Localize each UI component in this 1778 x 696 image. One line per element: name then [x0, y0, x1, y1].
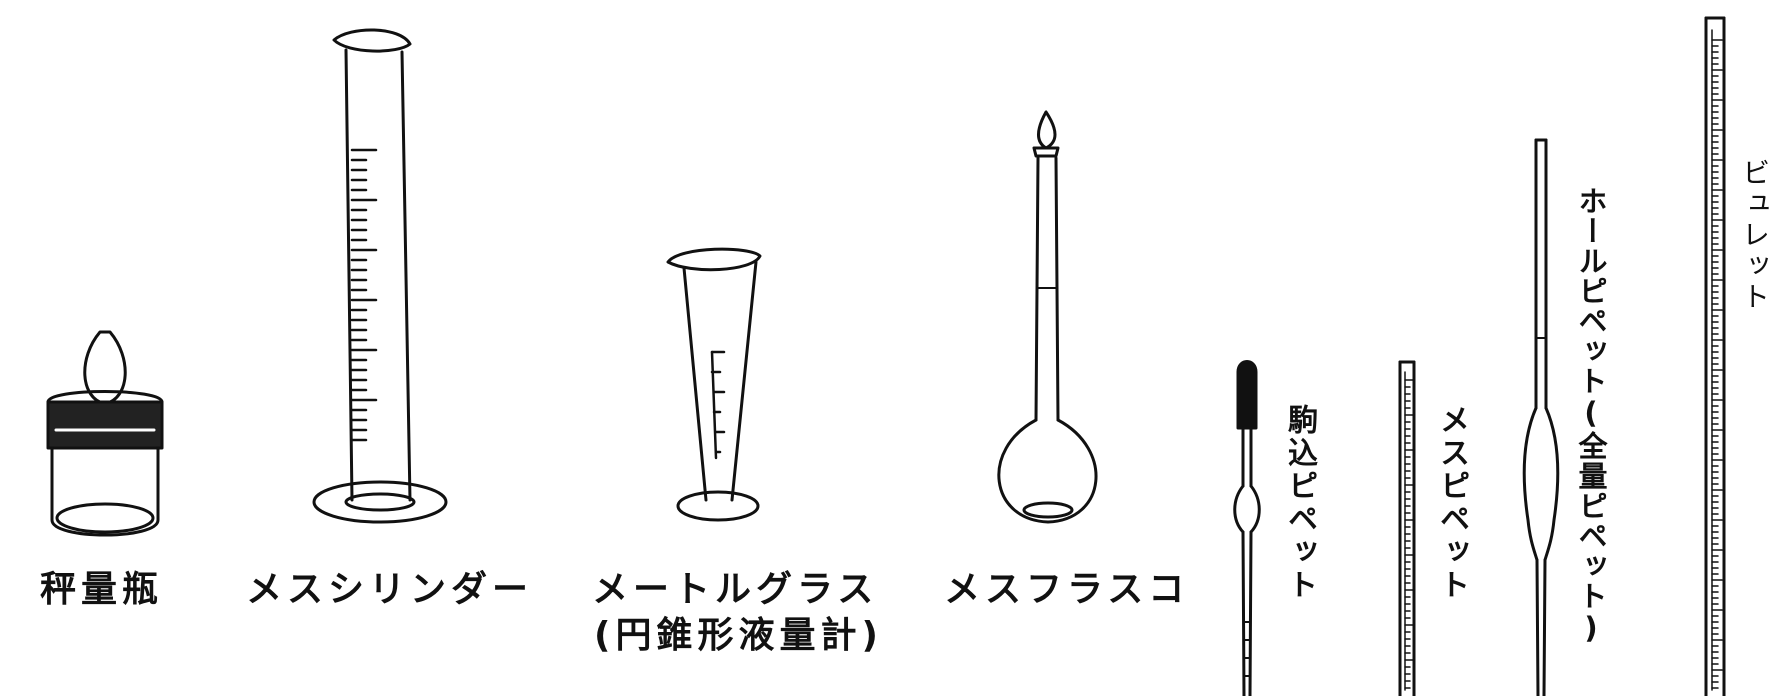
label-weighing-bottle: 秤量瓶	[40, 569, 164, 610]
burette-drawing	[1704, 16, 1726, 696]
measuring-pipette-drawing	[1398, 360, 1416, 696]
label-metre-glass-subtitle: (円錐形液量計)	[594, 615, 883, 656]
label-komagome-pipette: 駒込ピペット	[1282, 404, 1317, 602]
label-measuring-cylinder: メスシリンダー	[246, 569, 534, 610]
label-volumetric-flask: メスフラスコ	[944, 569, 1190, 610]
metre-glass-drawing	[666, 247, 762, 522]
komagome-pipette-drawing	[1233, 360, 1261, 696]
weighing-bottle-drawing	[46, 330, 164, 537]
label-burette: ビュレット	[1738, 158, 1771, 313]
volumetric-flask-drawing	[997, 110, 1098, 524]
whole-pipette-drawing	[1522, 138, 1560, 696]
label-measuring-pipette: メスピペット	[1434, 404, 1469, 602]
label-whole-pipette: ホールピペット(全量ピペット)	[1574, 186, 1608, 646]
label-metre-glass: メートルグラス	[592, 569, 879, 610]
measuring-cylinder-drawing	[312, 28, 448, 524]
